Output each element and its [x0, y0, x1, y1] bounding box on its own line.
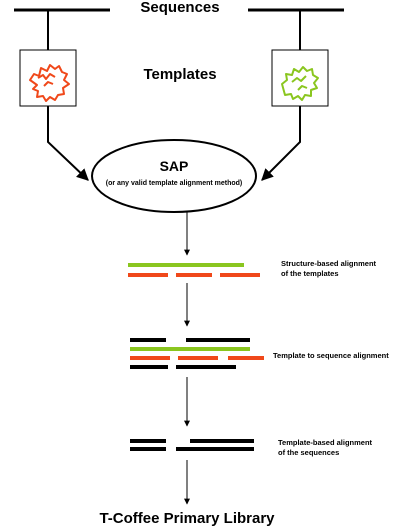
- template-to-sequence-label: Template to sequence alignment: [273, 351, 389, 360]
- sap-ellipse: [91, 139, 257, 213]
- sequences-label: Sequences: [140, 0, 219, 16]
- template-based-label-2: of the sequences: [278, 448, 339, 457]
- structure-alignment-label-1: Structure-based alignment: [281, 259, 377, 268]
- green-protein-structure-icon: [281, 66, 319, 101]
- sap-title: SAP: [160, 158, 189, 174]
- structure-alignment-label-2: of the templates: [281, 269, 339, 278]
- connector-left-to-sap: [47, 106, 89, 181]
- templates-label: Templates: [143, 66, 216, 83]
- connector-right-to-sap: [261, 106, 301, 181]
- template-based-label-1: Template-based alignment: [278, 438, 373, 447]
- library-label: T-Coffee Primary Library: [99, 510, 275, 527]
- sap-subtitle: (or any valid template alignment method): [106, 180, 243, 187]
- red-protein-structure-icon: [29, 64, 70, 102]
